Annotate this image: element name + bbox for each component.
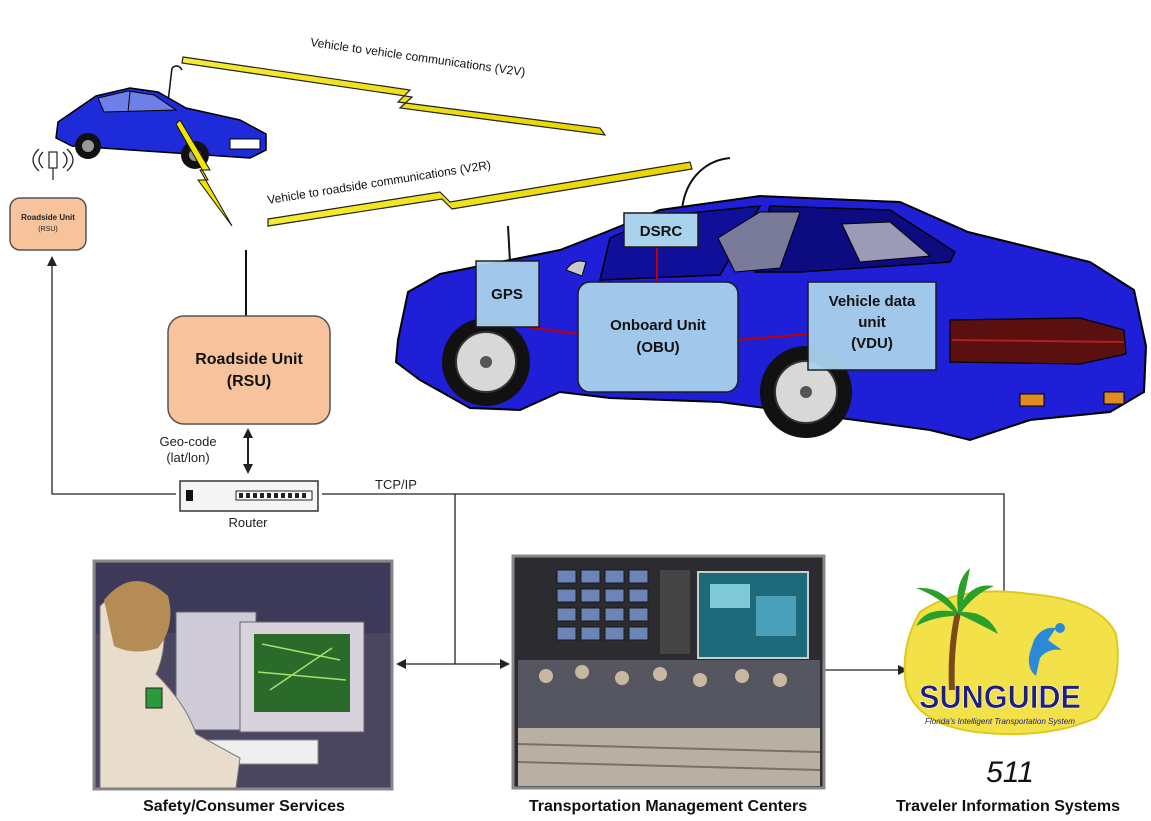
number-511: 511: [986, 756, 1034, 789]
dsrc-label: DSRC: [640, 223, 683, 240]
rsu-label-2: (RSU): [227, 373, 271, 390]
v2r-label: Vehicle to roadside communications (V2R): [266, 158, 492, 207]
wire-obu-vdu: [737, 333, 809, 341]
small-rsu-box: [9, 197, 87, 251]
tmc-caption: Transportation Management Centers: [528, 798, 808, 815]
small-rsu-signal-icon: [32, 148, 74, 180]
v2v-link: [181, 56, 607, 136]
vdu-label-3: (VDU): [851, 335, 893, 352]
router: [179, 480, 319, 512]
router-label: Router: [228, 515, 268, 530]
small-rsu-label-1: Roadside Unit: [21, 213, 75, 222]
obu-label-2: (OBU): [636, 339, 679, 356]
rsu-box: [167, 315, 331, 425]
geo-code-label: Geo-code (lat/lon): [150, 434, 226, 466]
vdu-label-1: Vehicle data: [829, 293, 916, 310]
v2v-label: Vehicle to vehicle communications (V2V): [310, 35, 527, 79]
obu-label-1: Onboard Unit: [610, 317, 706, 334]
obu-box: [577, 281, 739, 393]
geo-code-line-1: Geo-code: [159, 434, 217, 449]
v2r-link: [267, 161, 693, 227]
traveler-caption: Traveler Information Systems: [895, 798, 1121, 815]
geo-code-line-2: (lat/lon): [166, 450, 210, 465]
vdu-box: [807, 281, 937, 371]
sunguide-logo: [903, 568, 1119, 736]
vdu-label-2: unit: [858, 314, 886, 331]
sunguide-wordmark: SUNGUIDE: [919, 679, 1081, 715]
small-rsu-label-2: (RSU): [38, 226, 57, 233]
router-to-sunguide-link: [322, 493, 1009, 605]
rsu-label-1: Roadside Unit: [195, 351, 303, 368]
dsrc-box: [623, 212, 699, 248]
small-car: [55, 65, 267, 227]
gps-label: GPS: [491, 286, 523, 303]
tcpip-label: TCP/IP: [375, 477, 417, 492]
gps-box: [475, 260, 540, 328]
router-to-small-rsu-link: [47, 256, 176, 495]
tmc-photo: [511, 554, 826, 790]
sunguide-tagline: Florida's Intelligent Transportation Sys…: [925, 717, 1075, 726]
safety-caption: Safety/Consumer Services: [143, 798, 345, 815]
safety-services-photo: [92, 559, 394, 791]
